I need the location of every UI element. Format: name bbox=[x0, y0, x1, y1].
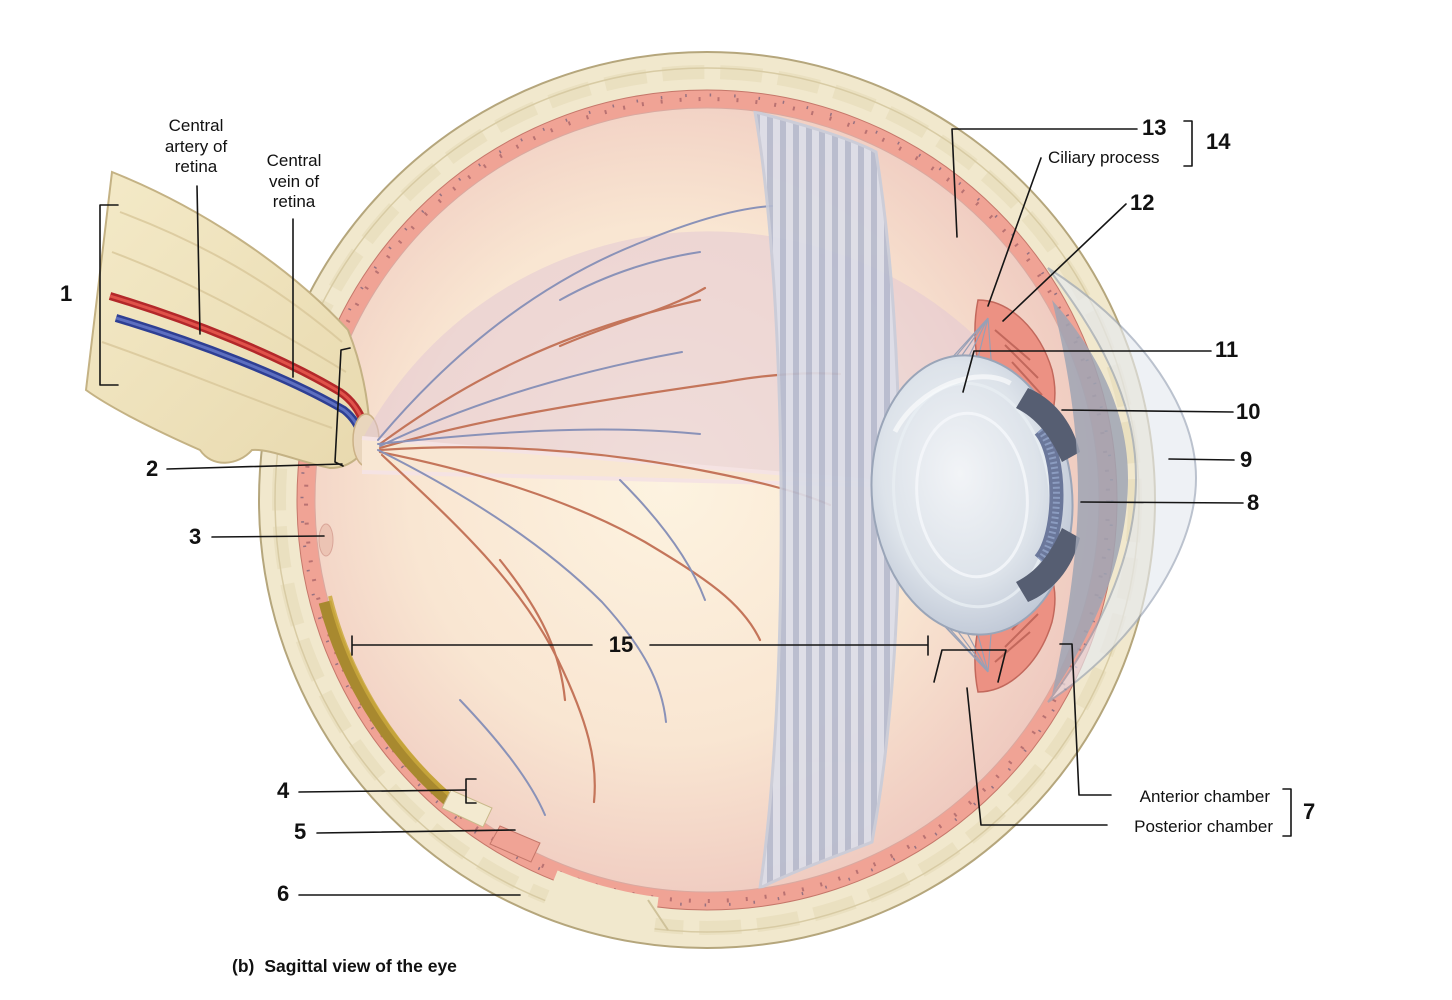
vitreous-band bbox=[753, 109, 902, 891]
label-5: 5 bbox=[294, 819, 307, 844]
label-7: 7 bbox=[1303, 799, 1316, 824]
interior-details bbox=[318, 109, 1056, 891]
pigment-layer-highlight bbox=[328, 595, 462, 806]
label-ciliary-process: Ciliary process bbox=[1048, 148, 1160, 167]
sclera-cut-edge bbox=[647, 899, 669, 931]
retina-cut-step bbox=[441, 789, 493, 828]
leader-3 bbox=[211, 535, 325, 538]
label-15: 15 bbox=[608, 632, 634, 657]
leader-central-artery bbox=[196, 185, 201, 335]
leader-11 bbox=[962, 350, 1212, 393]
label-12: 12 bbox=[1130, 190, 1155, 215]
label-4: 4 bbox=[277, 778, 290, 803]
nerve-fiber-line bbox=[111, 251, 347, 373]
iris-posterior-surface bbox=[1034, 425, 1064, 565]
bracket-14 bbox=[1183, 120, 1193, 167]
macula-dimple bbox=[318, 523, 334, 557]
label-2: 2 bbox=[146, 456, 159, 481]
label-11: 11 bbox=[1215, 337, 1239, 362]
leader-anterior-chamber bbox=[1059, 643, 1112, 796]
leader-2 bbox=[166, 463, 343, 470]
leader-5 bbox=[316, 829, 516, 834]
bracket-4 bbox=[465, 778, 477, 804]
label-3: 3 bbox=[189, 524, 202, 549]
leader-12 bbox=[1002, 203, 1127, 322]
label-anterior-chamber: Anterior chamber bbox=[1139, 787, 1270, 806]
cornea bbox=[1047, 267, 1198, 703]
leader-lines bbox=[99, 120, 1292, 896]
leader-15 bbox=[351, 635, 929, 656]
bracket-posterior-chamber bbox=[933, 649, 1007, 683]
iris-lower bbox=[1016, 528, 1080, 602]
label-8: 8 bbox=[1247, 490, 1260, 515]
choroid-cut-step bbox=[489, 825, 541, 863]
layer-cutaway bbox=[318, 595, 669, 937]
label-9: 9 bbox=[1240, 447, 1253, 472]
leader-9 bbox=[1168, 458, 1235, 461]
leader-posterior-chamber bbox=[966, 687, 1108, 826]
sclera-exposed bbox=[542, 870, 659, 937]
optic-nerve bbox=[84, 170, 380, 470]
label-central-vein: Central vein of retina bbox=[266, 151, 322, 212]
label-13: 13 bbox=[1142, 115, 1167, 140]
leader-13 bbox=[951, 128, 1138, 238]
label-1: 1 bbox=[60, 281, 73, 306]
anterior-segment bbox=[870, 267, 1198, 703]
central-retinal-artery-highlight bbox=[109, 294, 366, 425]
caption-text: Sagittal view of the eye bbox=[264, 956, 457, 976]
anterior-chamber-region bbox=[1052, 300, 1128, 695]
bracket-2 bbox=[334, 347, 351, 467]
leader-8 bbox=[1080, 501, 1244, 504]
label-posterior-chamber: Posterior chamber bbox=[1134, 817, 1273, 836]
nerve-fiber-line bbox=[101, 341, 333, 429]
lens bbox=[870, 354, 1074, 636]
label-central-artery: Central artery of retina bbox=[164, 116, 228, 177]
bracket-1 bbox=[99, 204, 119, 386]
pigment-layer-band bbox=[318, 600, 468, 818]
nerve-fiber-line bbox=[119, 211, 343, 343]
leader-ciliary-process bbox=[987, 157, 1042, 307]
leader-4 bbox=[298, 789, 467, 793]
caption-marker: (b) bbox=[232, 956, 255, 976]
iris-upper bbox=[1016, 388, 1080, 462]
label-6: 6 bbox=[277, 881, 290, 906]
label-10: 10 bbox=[1236, 399, 1261, 424]
label-14: 14 bbox=[1206, 129, 1231, 154]
bracket-7 bbox=[1282, 788, 1292, 837]
figure-caption: (b) Sagittal view of the eye bbox=[232, 956, 457, 977]
leader-10 bbox=[1061, 409, 1234, 413]
